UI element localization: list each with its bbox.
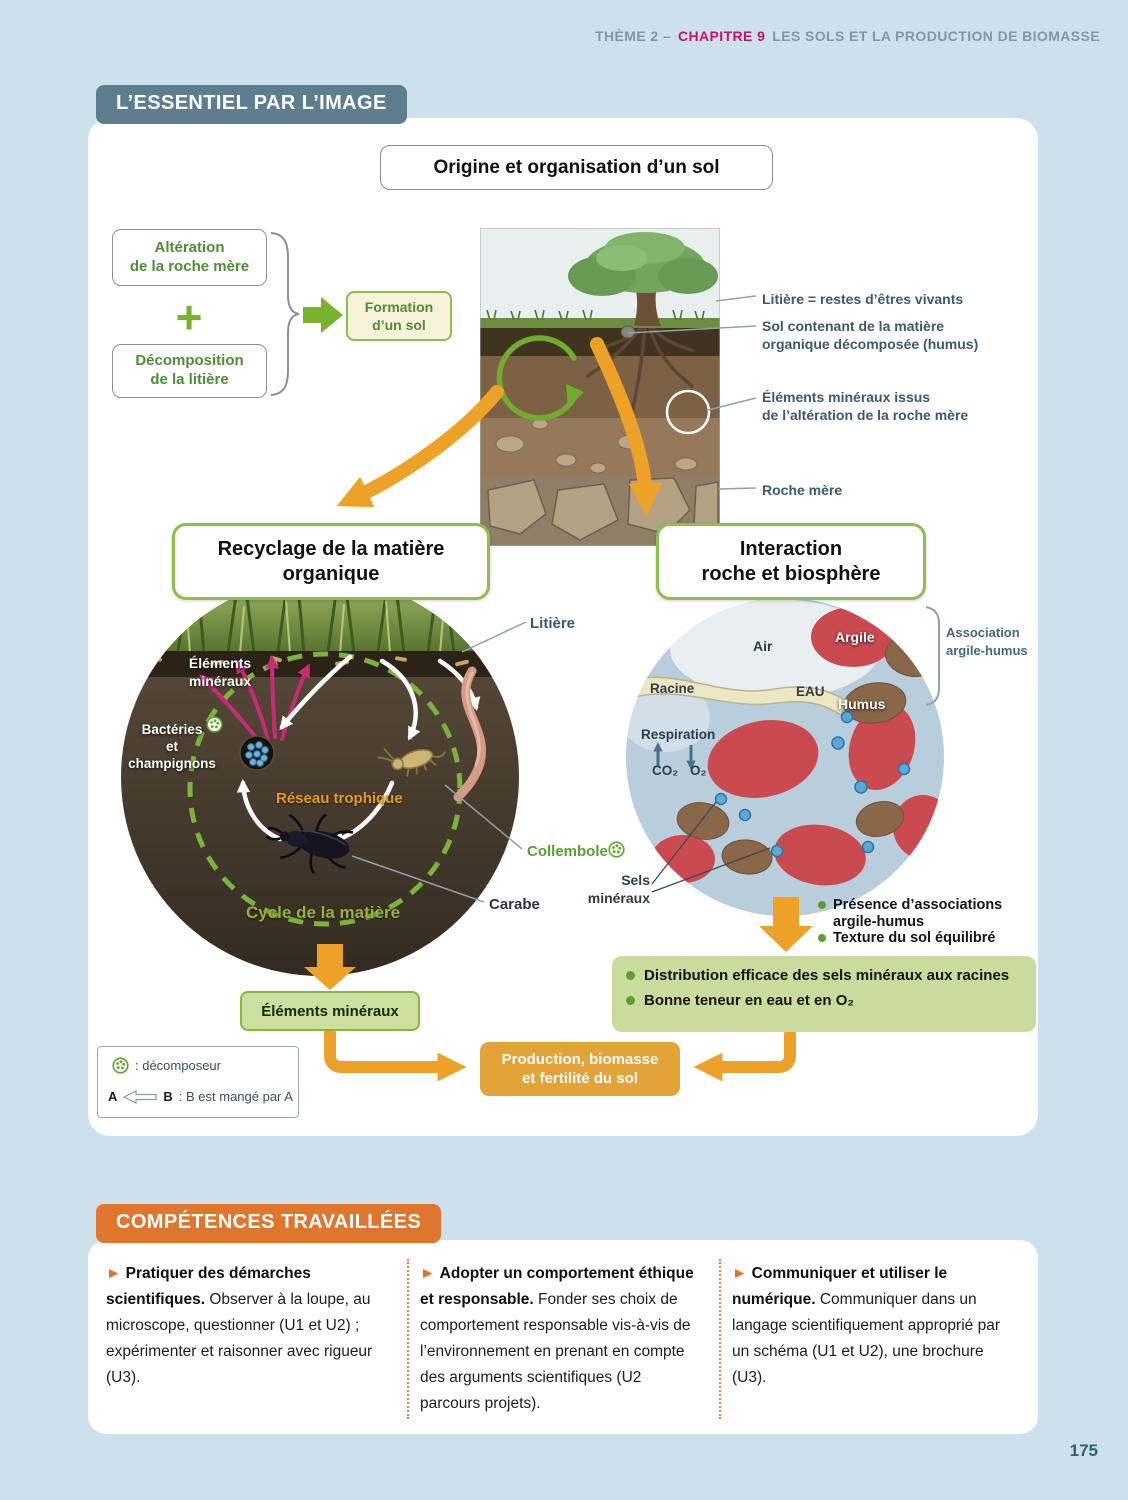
mineral-highlight-circle	[665, 389, 711, 435]
interaction-circle-illustration	[626, 598, 944, 916]
decomposer-icon	[608, 841, 625, 858]
annotation-elements: Éléments minéraux issus de l’altération …	[762, 389, 969, 424]
elements-mineraux-box: Éléments minéraux	[240, 991, 420, 1031]
alteration-box: Altération de la roche mère	[112, 229, 267, 286]
recyclage-title-box: Recyclage de la matière organique	[172, 523, 490, 600]
competence-item-1: ► Pratiquer des démarches scientifiques.…	[106, 1265, 373, 1387]
root	[626, 676, 848, 717]
page-header: THÈME 2 – CHAPITRE 9 LES SOLS ET LA PROD…	[0, 28, 1100, 44]
interaction-results-box: Distribution efficace des sels minéraux …	[612, 956, 1036, 1032]
legend-eaten-row: A B : B est mangé par A	[108, 1089, 293, 1104]
competence-item-3: ► Communiquer et utiliser le numérique. …	[732, 1265, 1000, 1387]
label-respiration: Respiration	[641, 727, 716, 742]
eaten-arrow-icon	[123, 1089, 157, 1104]
competence-item-2: ► Adopter un comportement éthique et res…	[420, 1265, 694, 1413]
legend-box: : décomposeur A B : B est mangé par A	[97, 1046, 299, 1118]
springtail	[377, 747, 446, 777]
mineral-salt-dots	[714, 710, 911, 858]
decomposition-box: Décomposition de la litière	[112, 344, 267, 398]
ground-beetle	[265, 813, 354, 874]
label-bacteries: Bactéries et champignons	[128, 722, 216, 771]
annotation-roche: Roche mère	[762, 482, 843, 498]
tree-trunk	[634, 286, 661, 326]
legend-a-label: A	[108, 1089, 118, 1104]
theme-label: THÈME 2 –	[595, 28, 672, 44]
bullet-association: Présence d’associations argile-humus	[818, 897, 1002, 930]
respiration-arrows	[653, 742, 696, 770]
tree-crown	[568, 232, 718, 296]
soil-cycle-arrow	[496, 335, 577, 421]
interaction-title-box: Interaction roche et biosphère	[656, 523, 926, 600]
legend-decomposeur-label: : décomposeur	[135, 1058, 221, 1073]
annotation-litiere: Litière = restes d’êtres vivants	[762, 291, 964, 307]
chapter-title-label: LES SOLS ET LA PRODUCTION DE BIOMASSE	[772, 28, 1100, 44]
label-elements-mineraux: Éléments minéraux	[188, 655, 252, 689]
label-carabe: Carabe	[489, 896, 540, 913]
legend-eaten-label: : B est mangé par A	[178, 1089, 293, 1104]
decomposer-icon	[112, 1057, 129, 1074]
chapter-label: CHAPITRE 9	[678, 28, 766, 44]
mineral-release-arrows	[199, 654, 310, 747]
production-box: Production, biomasse et fertilité du sol	[480, 1042, 680, 1096]
annotation-sol: Sol contenant de la matière organique dé…	[762, 318, 979, 353]
legend-b-label: B	[163, 1089, 173, 1104]
label-sels-mineraux: Sels minéraux	[587, 872, 650, 906]
result-item: Distribution efficace des sels minéraux …	[626, 967, 1022, 985]
grass-tufts	[486, 309, 705, 321]
soil-profile-illustration	[480, 228, 720, 546]
diagram-title: Origine et organisation d’un sol	[380, 145, 773, 190]
label-humus: Humus	[838, 696, 886, 712]
competences-separator	[407, 1259, 409, 1419]
label-reseau-trophique: Réseau trophique	[276, 790, 403, 807]
bullet-dot	[626, 995, 635, 1005]
label-air: Air	[753, 638, 773, 654]
competences-banner: COMPÉTENCES TRAVAILLÉES	[96, 1204, 442, 1243]
label-o2: O₂	[690, 763, 707, 778]
competences-separator	[719, 1259, 721, 1419]
result-item: Bonne teneur en eau et en O₂	[626, 992, 1022, 1010]
triangle-bullet-icon: ►	[106, 1265, 122, 1282]
formation-box: Formation d’un sol	[346, 291, 452, 341]
label-litiere: Litière	[530, 615, 576, 632]
decomposer-icon	[206, 716, 223, 733]
label-argile: Argile	[835, 629, 875, 645]
triangle-bullet-icon: ►	[732, 1265, 748, 1282]
label-association: Association argile-humus	[946, 625, 1028, 658]
essentiel-banner: L’ESSENTIEL PAR L’IMAGE	[96, 85, 407, 124]
triangle-bullet-icon: ►	[420, 1265, 436, 1282]
competences-card	[88, 1240, 1038, 1434]
bullet-dot	[818, 901, 826, 909]
plus-icon: +	[175, 291, 203, 343]
label-eau: EAU	[796, 684, 825, 699]
bullet-dot	[818, 934, 826, 942]
bullet-dot	[626, 971, 635, 980]
label-racine: Racine	[650, 681, 695, 696]
page-number: 175	[1069, 1441, 1098, 1460]
label-co2: CO₂	[652, 763, 679, 778]
bullet-texture: Texture du sol équilibré	[818, 930, 995, 947]
soil-cycle-arrowhead	[566, 384, 584, 408]
label-collembole: Collembole	[527, 843, 608, 860]
legend-decomposeur-row: : décomposeur	[112, 1057, 221, 1074]
label-cycle-matiere: Cycle de la matière	[246, 903, 401, 922]
litter-pebble	[620, 325, 636, 339]
